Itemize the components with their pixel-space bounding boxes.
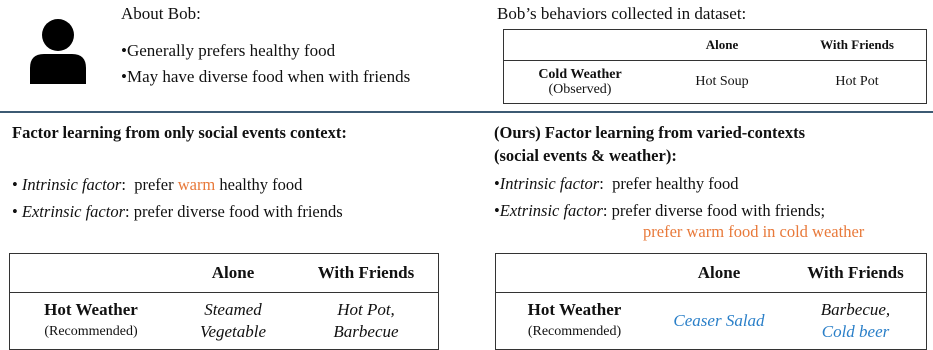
person-icon xyxy=(30,19,86,84)
row-label: Hot Weather (Recommended) xyxy=(44,300,138,339)
about-title: About Bob: xyxy=(121,4,201,23)
intrinsic-factor: • Intrinsic factor: prefer warm healthy … xyxy=(12,175,303,194)
table-header: With Friends xyxy=(788,29,927,61)
table-cell: Hot Soup xyxy=(695,74,749,89)
extrinsic-factor: •Extrinsic factor: prefer diverse food w… xyxy=(494,201,826,220)
about-bullet: •Generally prefers healthy food xyxy=(121,41,336,60)
table-header: With Friends xyxy=(294,253,439,293)
divider xyxy=(0,111,933,113)
table-cell: Barbecue,Cold beer xyxy=(820,300,891,341)
extrinsic-factor-extra: prefer warm food in cold weather xyxy=(643,222,865,241)
table-header: With Friends xyxy=(785,253,927,293)
table-header: Alone xyxy=(172,253,294,293)
about-bullet: •May have diverse food when with friends xyxy=(121,67,411,86)
intrinsic-factor: •Intrinsic factor: prefer healthy food xyxy=(494,174,739,193)
section-heading: (Ours) Factor learning from varied-conte… xyxy=(494,123,805,142)
table-header: Alone xyxy=(653,253,785,293)
row-label: Cold Weather (Observed) xyxy=(538,66,622,97)
section-heading: Factor learning from only social events … xyxy=(12,123,347,142)
dataset-table: Alone With Friends Cold Weather (Observe… xyxy=(503,29,927,104)
table-cell: Ceaser Salad xyxy=(673,311,765,330)
row-label: Hot Weather (Recommended) xyxy=(527,300,622,339)
recommendation-table: Alone With Friends Hot Weather (Recommen… xyxy=(495,253,927,350)
table-cell: Hot Pot xyxy=(835,74,879,89)
recommendation-table: Alone With Friends Hot Weather (Recommen… xyxy=(9,253,439,350)
dataset-title: Bob’s behaviors collected in dataset: xyxy=(497,4,747,23)
section-heading: (social events & weather): xyxy=(494,146,677,165)
table-cell: Hot Pot,Barbecue xyxy=(333,300,399,341)
table-header xyxy=(503,29,656,61)
table-header: Alone xyxy=(656,29,788,61)
extrinsic-factor: • Extrinsic factor: prefer diverse food … xyxy=(12,202,343,221)
